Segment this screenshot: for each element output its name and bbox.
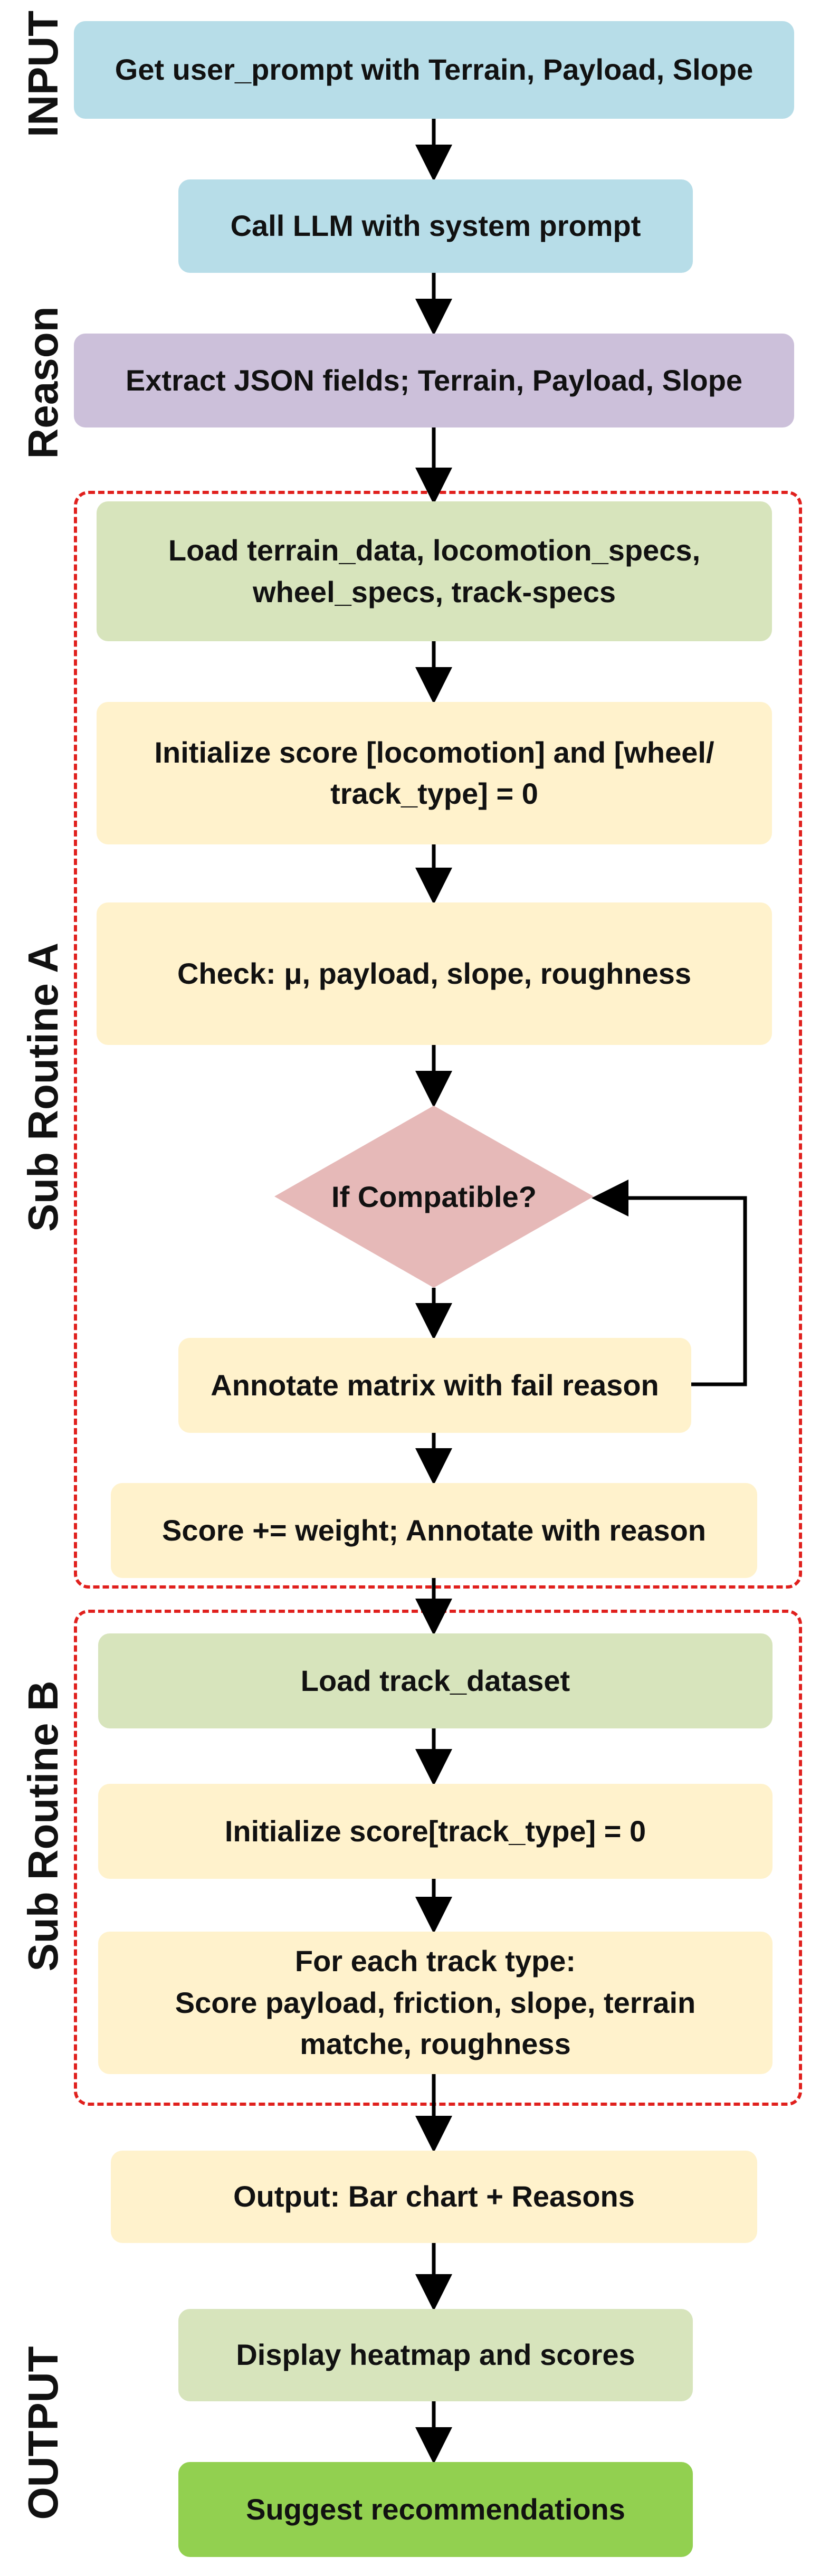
if-compatible-diamond — [274, 1106, 594, 1288]
score-weight-node: Score += weight; Annotate with reason — [111, 1483, 757, 1578]
call-llm-node: Call LLM with system prompt — [178, 179, 693, 273]
side-label-sub-routine-b: Sub Routine B — [20, 1680, 66, 1972]
init-score-a-node: Initialize score [locomotion] and [wheel… — [97, 702, 772, 844]
suggest-node: Suggest recommendations — [178, 2462, 693, 2557]
side-label-sub-routine-a: Sub Routine A — [20, 942, 66, 1232]
if-compatible-label: If Compatible? — [331, 1180, 537, 1213]
side-label-output: OUTPUT — [20, 2346, 66, 2520]
init-score-b-node: Initialize score[track_type] = 0 — [98, 1784, 773, 1879]
arrow-annotate-loop-back — [592, 1180, 747, 1386]
side-label-reason: Reason — [20, 306, 66, 459]
check-node: Check: μ, payload, slope, roughness — [97, 902, 772, 1045]
get-prompt-node: Get user_prompt with Terrain, Payload, S… — [74, 21, 794, 119]
extract-json-node: Extract JSON fields; Terrain, Payload, S… — [74, 334, 794, 427]
output-chart-node: Output: Bar chart + Reasons — [111, 2151, 757, 2243]
annotate-fail-node: Annotate matrix with fail reason — [178, 1338, 691, 1433]
load-data-node: Load terrain_data, locomotion_specs, whe… — [97, 501, 772, 641]
for-each-track-node: For each track type: Score payload, fric… — [98, 1932, 773, 2074]
display-heatmap-node: Display heatmap and scores — [178, 2309, 693, 2401]
side-label-input: INPUT — [20, 11, 66, 137]
load-track-node: Load track_dataset — [98, 1633, 773, 1728]
